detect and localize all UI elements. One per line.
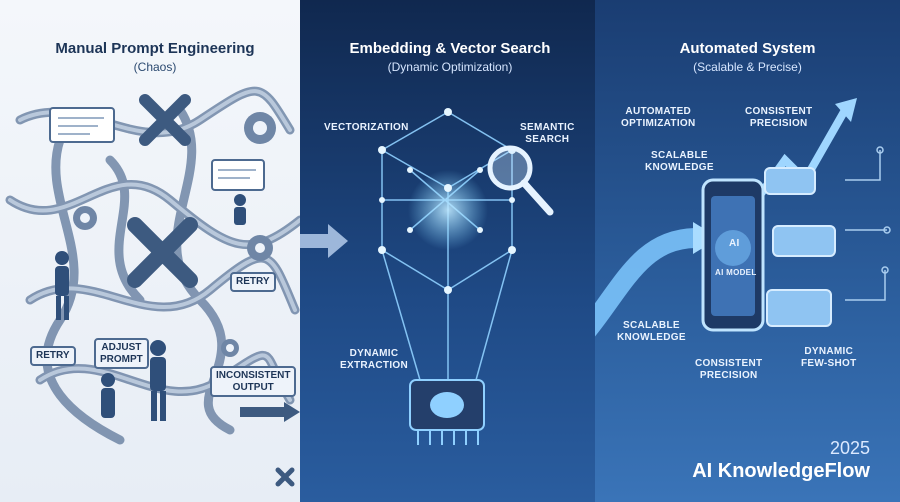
chaos-illustration: [5, 86, 305, 445]
dynamic-few-shot-label: DYNAMIC FEW-SHOT: [801, 346, 857, 369]
x-mark-icon: [127, 217, 198, 288]
consistent-precision-bottom-label: CONSISTENT PRECISION: [695, 358, 763, 381]
chat-bubble-icon: [764, 167, 836, 327]
retry-label-b: RETRY: [30, 346, 76, 366]
brand-name: AI KnowledgeFlow: [692, 460, 870, 482]
vectorization-label: VECTORIZATION: [324, 122, 409, 133]
embedding-panel: Embedding & Vector Search (Dynamic Optim…: [300, 0, 600, 502]
gear-icon: [73, 112, 276, 357]
consistent-precision-top-label: CONSISTENT PRECISION: [745, 106, 813, 129]
manual-subtitle: (Chaos): [133, 60, 177, 74]
automated-optimization-label: AUTOMATED OPTIMIZATION: [621, 106, 696, 129]
retry-label-a: RETRY: [230, 272, 276, 292]
magnifier-icon: [487, 145, 554, 216]
embedding-title: Embedding & Vector Search: [349, 40, 551, 57]
scalable-knowledge-top-label: SCALABLE KNOWLEDGE: [645, 150, 714, 173]
automated-subtitle: (Scalable & Precise): [693, 60, 802, 74]
automated-title: Automated System: [679, 40, 816, 57]
semantic-search-label: SEMANTIC SEARCH: [520, 122, 575, 145]
embedding-subtitle: (Dynamic Optimization): [387, 60, 513, 74]
phone-ai-label: AI: [729, 238, 740, 249]
x-mark-icon: [139, 94, 191, 146]
manual-title: Manual Prompt Engineering: [55, 40, 255, 57]
arrow-icon: [300, 224, 348, 258]
phone-icon: [701, 178, 765, 332]
brand-year: 2025: [829, 438, 870, 458]
dynamic-extraction-label: DYNAMIC EXTRACTION: [340, 348, 408, 371]
vector-network: [300, 108, 554, 445]
automated-panel: Automated System (Scalable & Precise) AU…: [595, 0, 900, 502]
scalable-knowledge-bottom-label: SCALABLE KNOWLEDGE: [617, 320, 686, 343]
manual-panel: Manual Prompt Engineering (Chaos) RETRY …: [0, 0, 310, 502]
automated-illustration: [595, 98, 891, 337]
adjust-prompt-label: ADJUST PROMPT: [94, 338, 149, 369]
brain-chip-icon: [409, 379, 485, 445]
person-icon: [55, 194, 246, 421]
phone-model-label: AI MODEL: [715, 268, 757, 277]
inconsistent-output-label: INCONSISTENT OUTPUT: [210, 366, 297, 397]
